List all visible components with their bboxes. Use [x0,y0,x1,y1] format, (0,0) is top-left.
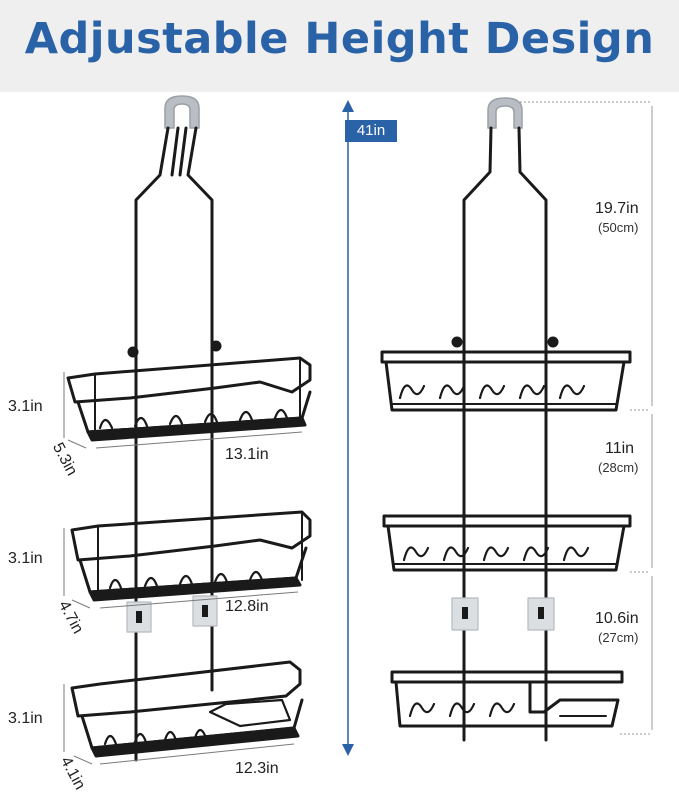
right-basket-2 [382,514,632,572]
basket-3-width: 12.3in [235,760,279,777]
basket-1-width: 13.1in [225,446,269,463]
section-1-metric: (50cm) [598,220,639,235]
basket-1-height: 3.1in [8,398,43,415]
left-basket-1 [66,356,312,442]
section-2-metric: (28cm) [598,460,639,475]
section-1-imperial: 19.7in [595,200,639,217]
right-dimension-lines [520,101,653,735]
total-height-badge: 41in [345,120,397,142]
hook-grip-left [164,95,200,129]
section-2-imperial: 11in [605,440,635,457]
basket-2-height: 3.1in [8,550,43,567]
section-3-metric: (27cm) [598,630,639,645]
right-caddy [380,97,632,742]
left-dimension-lines [63,372,303,765]
left-basket-3 [70,660,304,758]
page-title: Adjustable Height Design [24,14,655,64]
right-basket-1 [380,350,632,412]
left-caddy [66,95,312,762]
basket-3-height: 3.1in [8,710,43,727]
basket-2-width: 12.8in [225,598,269,615]
left-basket-2 [70,510,312,602]
header-banner [0,0,679,92]
section-3-imperial: 10.6in [595,610,639,627]
right-basket-3 [390,670,624,728]
arrow-up-icon [342,100,354,112]
hook-grip-right [487,97,523,129]
arrow-down-icon [342,744,354,756]
